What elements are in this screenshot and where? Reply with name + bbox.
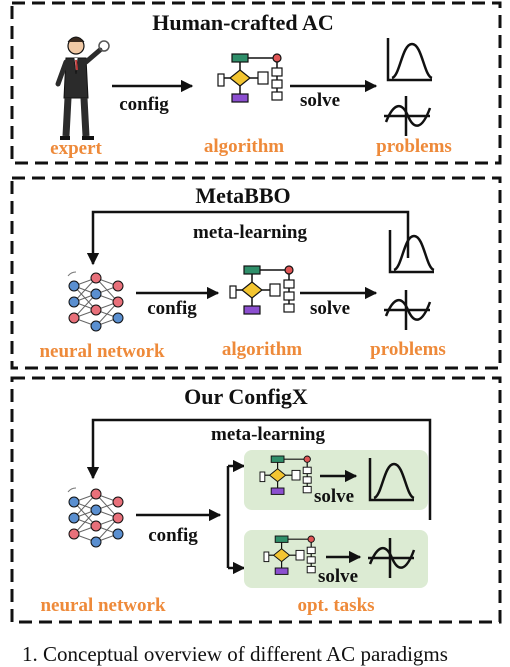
problems-label: problems [370,339,446,360]
meta-learning-loop [86,418,432,520]
expert-label: expert [50,138,102,159]
meta-learning-loop [86,210,410,266]
meta-learning-label: meta-learning [193,222,307,243]
panel-frame [10,376,502,624]
config-label: config [148,525,198,546]
neural-network-icon [67,487,124,548]
solve-label: solve [300,90,340,111]
meta-learning-label: meta-learning [211,424,325,445]
panel-title: MetaBBO [195,183,290,208]
task-box-2: solve [244,530,428,588]
panel-metabbo: MetaBBO meta-learning config solve neura… [10,176,502,370]
config-label: config [147,298,197,319]
wave-curve-icon [382,288,432,332]
config-label: config [119,94,169,115]
algorithm-icon [229,265,295,315]
wave-curve-icon [382,94,432,138]
neural-network-label: neural network [39,341,165,362]
figure-caption: 1. Conceptual overview of different AC p… [22,642,448,666]
panel-title: Human-crafted AC [152,10,333,35]
panel-human-crafted: Human-crafted AC config solve expert alg… [10,1,502,165]
problems-label: problems [376,136,452,157]
solve-label: solve [314,486,354,507]
panel-configx: Our ConfigX meta-learning config solve s… [10,376,502,624]
panel-frame [10,1,502,165]
opt-tasks-label: opt. tasks [297,595,374,616]
panel-frame [10,176,502,370]
solve-label: solve [310,298,350,319]
panel-title: Our ConfigX [184,384,308,409]
solve-label: solve [318,566,358,587]
neural-network-label: neural network [40,595,166,616]
algorithm-label: algorithm [204,136,284,157]
task-box-1: solve [244,450,428,510]
algorithm-label: algorithm [222,339,302,360]
expert-icon [55,36,110,140]
neural-network-icon [67,271,124,332]
bell-curve-icon [386,36,434,82]
bell-curve-icon [388,228,436,274]
algorithm-icon [217,53,283,103]
